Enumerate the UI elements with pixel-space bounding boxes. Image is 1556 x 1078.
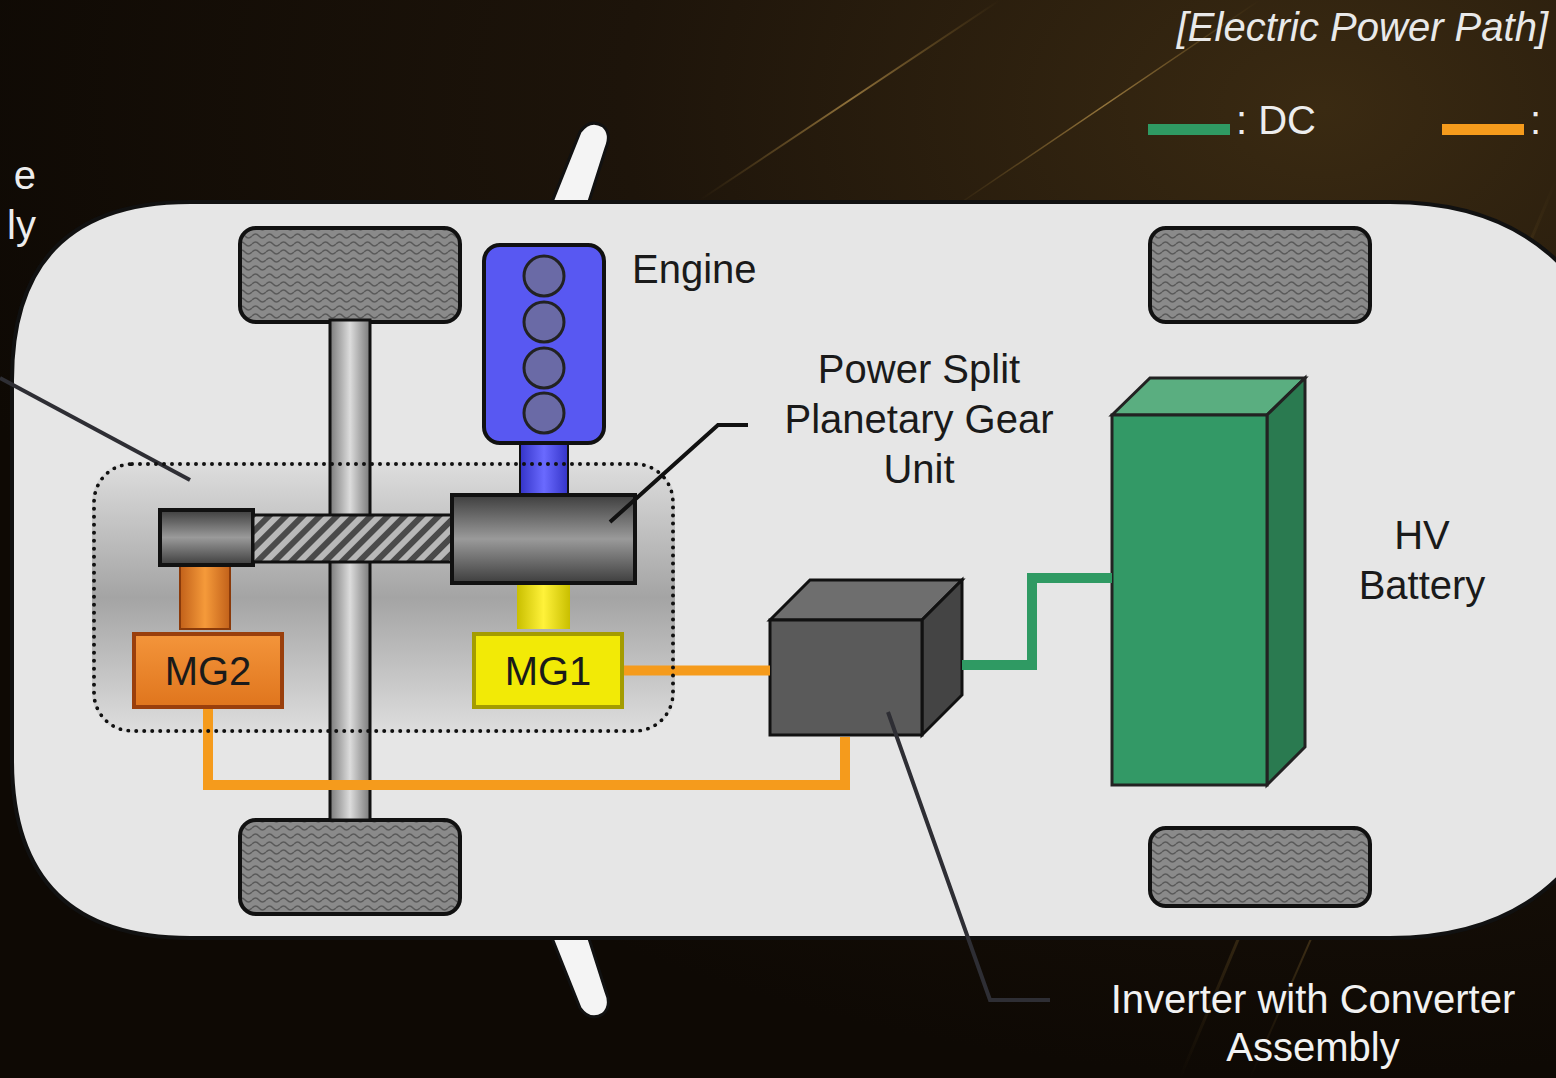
engine-cylinder <box>524 302 564 342</box>
engine-cylinder <box>524 348 564 388</box>
mg1-shaft <box>517 581 570 629</box>
engine-cylinder <box>524 256 564 296</box>
wheel <box>240 820 460 914</box>
node-label: e ly <box>6 150 36 250</box>
inverter: Inverter with Converter Assembly <box>770 580 962 737</box>
node-label: Inverter with Converter Assembly <box>1078 975 1548 1071</box>
planetary-gear-unit <box>452 495 635 583</box>
wheel <box>1150 828 1370 906</box>
legend-text: : <box>1530 95 1541 145</box>
legend-swatch <box>1442 124 1524 135</box>
legend-text: : DC <box>1236 95 1316 145</box>
motor-generator: MG1 <box>472 632 624 709</box>
leader-line <box>610 425 748 522</box>
node-label: Engine <box>632 244 832 294</box>
legend-swatch <box>1148 124 1230 135</box>
background-streak <box>700 0 1000 200</box>
power-path <box>208 709 845 785</box>
drive-axle <box>330 320 370 820</box>
engine-shaft <box>520 441 568 497</box>
node-label: Power Split Planetary Gear Unit <box>764 344 1074 494</box>
wheel <box>1150 228 1370 322</box>
node-label: HV Battery <box>1347 510 1497 610</box>
car-body <box>12 202 1556 938</box>
leader-line <box>888 712 1050 1000</box>
hv-battery: HV Battery <box>1112 378 1305 787</box>
wheel <box>240 228 460 322</box>
planetary-gear-unit: Power Split Planetary Gear Unit <box>456 499 639 587</box>
battery-side <box>1267 378 1305 785</box>
node-label: MG1 <box>505 647 592 695</box>
transaxle-region: e lyPower Split Planetary Gear UnitMG2MG… <box>92 462 675 733</box>
engine: Engine <box>484 245 604 443</box>
motor-generator: MG2 <box>132 632 284 709</box>
engine-cylinder <box>524 393 564 433</box>
power-path <box>962 578 1112 665</box>
battery-front <box>1112 415 1267 785</box>
legend-heading: [Electric Power Path] <box>1100 2 1548 52</box>
power-path <box>624 666 770 676</box>
node-label: MG2 <box>165 647 252 695</box>
inverter-side <box>922 580 962 735</box>
transaxle-ground <box>92 462 675 733</box>
reduction-gear <box>160 510 253 565</box>
engine-block <box>484 245 604 443</box>
inverter-front <box>770 620 922 735</box>
mg2-shaft <box>180 563 230 629</box>
counter-shaft <box>253 515 452 562</box>
